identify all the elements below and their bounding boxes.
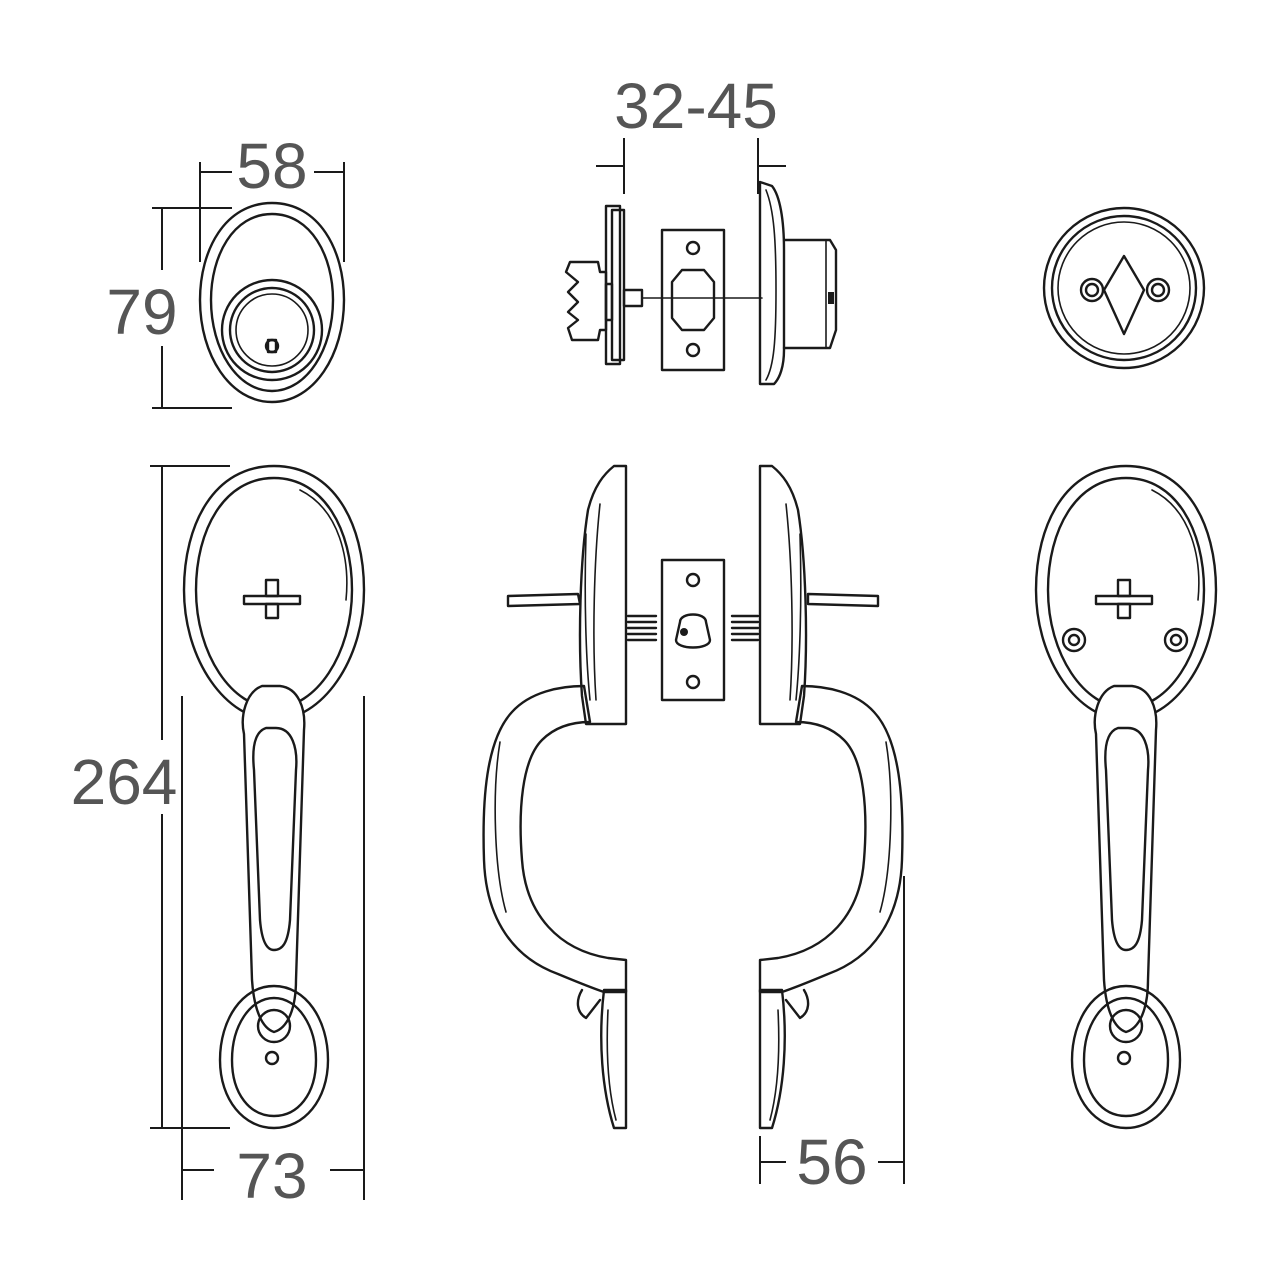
deadbolt-front-view	[198, 201, 346, 404]
dim-label-73: 73	[236, 1140, 307, 1212]
dim-label-79: 79	[106, 276, 177, 348]
dim-label-32-45: 32-45	[614, 70, 778, 142]
dimension-73: 73	[181, 696, 365, 1212]
handleset-front-view	[182, 464, 366, 1130]
dimension-58: 58	[199, 130, 345, 262]
dimension-32-45: 32-45	[596, 70, 786, 194]
dimension-56: 56	[759, 876, 905, 1198]
deadbolt-interior-view	[1042, 206, 1206, 370]
handleset-side-view	[482, 464, 904, 1130]
dim-label-264: 264	[71, 746, 178, 818]
deadbolt-side-view	[564, 180, 838, 386]
handleset-interior-view	[1034, 464, 1218, 1130]
dimension-79: 79	[106, 207, 232, 409]
dimension-264: 264	[71, 465, 230, 1129]
dim-label-56: 56	[796, 1126, 867, 1198]
dim-label-58: 58	[236, 130, 307, 202]
